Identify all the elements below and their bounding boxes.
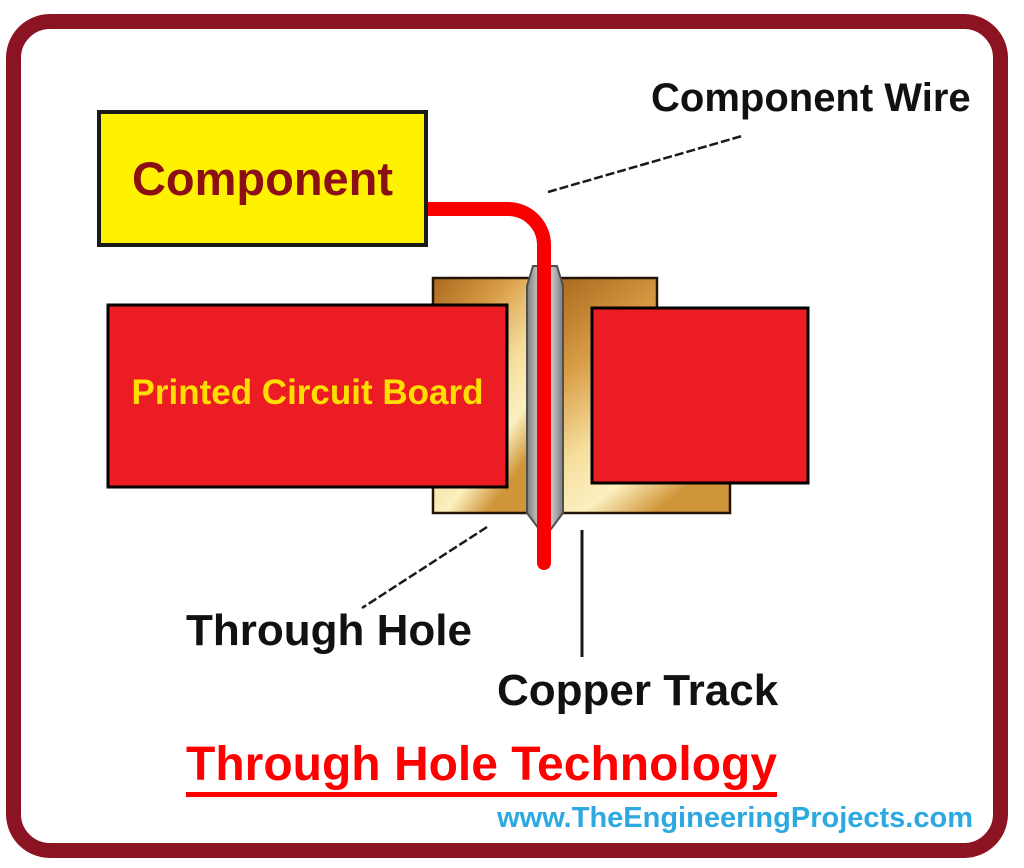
through-hole-leader-line bbox=[361, 525, 488, 610]
component-wire-annotation: Component Wire bbox=[651, 76, 971, 120]
through-hole-annotation: Through Hole bbox=[186, 606, 472, 655]
component-box-label: Component bbox=[131, 152, 394, 205]
pcb-slab-right bbox=[590, 306, 810, 485]
component-box: Component bbox=[97, 110, 428, 247]
diagram-title: Through Hole Technology bbox=[186, 739, 778, 798]
component-wire-leader-line bbox=[547, 134, 743, 194]
pcb-label: Printed Circuit Board bbox=[131, 372, 484, 412]
website-link[interactable]: www.TheEngineeringProjects.com bbox=[497, 802, 973, 834]
copper-track-annotation: Copper Track bbox=[497, 666, 779, 715]
pcb-slab-left bbox=[106, 303, 509, 489]
component-wire-lead bbox=[413, 202, 551, 570]
